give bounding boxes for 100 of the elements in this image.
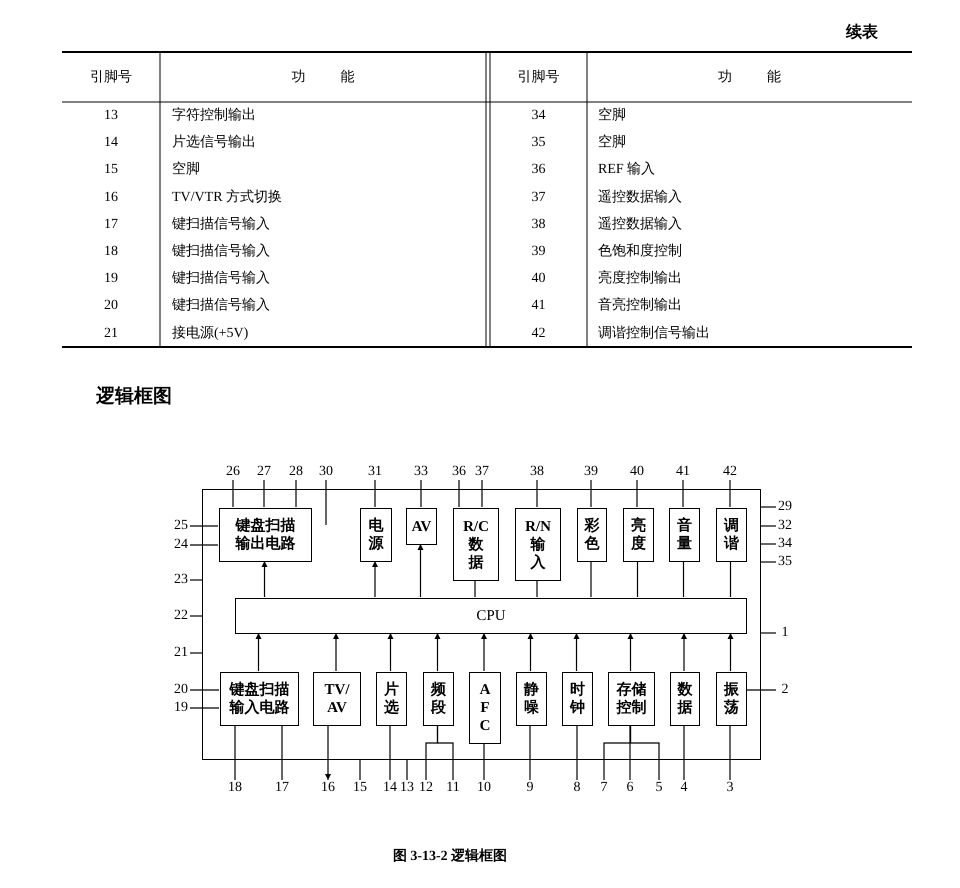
signal-arrow bbox=[418, 544, 424, 597]
pin-number: 34 bbox=[776, 536, 794, 552]
signal-arrow bbox=[528, 633, 534, 671]
signal-arrow bbox=[388, 633, 394, 671]
table-cell-text: 亮度控制输出 bbox=[598, 270, 683, 288]
pin-number: 19 bbox=[172, 700, 190, 716]
pin-number: 33 bbox=[412, 464, 430, 480]
signal-line bbox=[590, 480, 592, 507]
signal-line bbox=[190, 652, 202, 654]
signal-line bbox=[458, 480, 460, 507]
signal-arrow bbox=[574, 633, 580, 671]
signal-line bbox=[761, 561, 776, 563]
pin-number: 26 bbox=[224, 464, 242, 480]
function-block: 彩色 bbox=[577, 508, 607, 562]
table-cell-text: 40 bbox=[530, 270, 546, 288]
table-cell-text: 调谐控制信号输出 bbox=[598, 324, 711, 343]
pin-number: 18 bbox=[226, 780, 244, 796]
signal-arrow bbox=[481, 633, 487, 671]
signal-line bbox=[630, 725, 660, 780]
table-cell-text: 14 bbox=[103, 134, 119, 152]
pin-number: 25 bbox=[172, 518, 190, 534]
pin-number: 9 bbox=[521, 780, 539, 796]
signal-arrow bbox=[372, 561, 378, 597]
table-cell-text: 18 bbox=[103, 243, 119, 261]
signal-line bbox=[576, 725, 578, 780]
table-cell-text: 片选信号输出 bbox=[172, 134, 257, 152]
pin-number: 4 bbox=[675, 780, 693, 796]
signal-line bbox=[683, 725, 685, 780]
table-cell-text: 16 bbox=[103, 188, 119, 207]
table-header: 引脚号 bbox=[89, 69, 133, 87]
function-block: 亮度 bbox=[623, 508, 654, 562]
signal-line bbox=[474, 580, 476, 597]
pin-number: 13 bbox=[398, 780, 416, 796]
signal-line bbox=[761, 525, 776, 527]
signal-line bbox=[406, 760, 408, 780]
pin-number: 37 bbox=[473, 464, 491, 480]
pin-number: 6 bbox=[621, 780, 639, 796]
table-cell-text: 13 bbox=[103, 107, 119, 125]
pin-number: 3 bbox=[721, 780, 739, 796]
table-cell-text: 键扫描信号输入 bbox=[172, 270, 271, 288]
figure-caption: 图 3-13-2 逻辑框图 bbox=[392, 848, 508, 866]
table-cell-text: 键扫描信号输入 bbox=[172, 243, 271, 261]
signal-line bbox=[234, 725, 236, 780]
table-cell-text: 接电源(+5V) bbox=[172, 324, 250, 343]
pin-number: 36 bbox=[450, 464, 468, 480]
function-block: R/C数据 bbox=[453, 508, 499, 581]
signal-line bbox=[761, 632, 776, 634]
signal-line bbox=[190, 544, 218, 546]
pin-number: 21 bbox=[172, 645, 190, 661]
signal-line bbox=[730, 561, 732, 597]
pin-number: 17 bbox=[273, 780, 291, 796]
signal-line bbox=[190, 689, 219, 691]
signal-line bbox=[636, 561, 638, 597]
table-cell-text: 36 bbox=[530, 161, 546, 180]
signal-line bbox=[636, 480, 638, 507]
signal-arrow bbox=[728, 633, 734, 671]
signal-line bbox=[536, 580, 538, 597]
table-cell-text: 空脚 bbox=[172, 161, 201, 180]
signal-line bbox=[190, 707, 219, 709]
pin-number: 28 bbox=[287, 464, 305, 480]
table-header: 功能 bbox=[290, 69, 390, 87]
table-cell-text: 38 bbox=[530, 216, 546, 234]
pin-number: 32 bbox=[776, 518, 794, 534]
pin-number: 30 bbox=[317, 464, 335, 480]
signal-line bbox=[729, 725, 731, 780]
pin-number: 24 bbox=[172, 537, 190, 553]
pin-number: 42 bbox=[721, 464, 739, 480]
signal-arrow bbox=[681, 633, 687, 671]
table-cell-text: 键扫描信号输入 bbox=[172, 216, 271, 234]
signal-arrow bbox=[256, 633, 262, 671]
function-block: 振荡 bbox=[716, 672, 747, 726]
table-cell-text: 42 bbox=[530, 324, 546, 343]
signal-line bbox=[232, 480, 234, 507]
signal-line bbox=[746, 689, 776, 691]
pin-number: 11 bbox=[444, 780, 462, 796]
pin-number: 10 bbox=[475, 780, 493, 796]
signal-line bbox=[420, 480, 422, 507]
signal-line bbox=[295, 480, 297, 507]
signal-line bbox=[629, 725, 631, 780]
table-cell-text: 21 bbox=[103, 324, 119, 343]
signal-line bbox=[729, 480, 731, 507]
signal-line bbox=[590, 561, 592, 597]
table-cell-text: 遥控数据输入 bbox=[598, 216, 683, 234]
pin-number: 35 bbox=[776, 554, 794, 570]
signal-line bbox=[190, 615, 202, 617]
signal-line bbox=[682, 480, 684, 507]
signal-line bbox=[481, 480, 483, 507]
pin-number: 41 bbox=[674, 464, 692, 480]
table-cell-text: 字符控制输出 bbox=[172, 107, 257, 125]
function-block: AFC bbox=[469, 672, 501, 744]
signal-line bbox=[359, 760, 361, 780]
function-block: R/N输入 bbox=[515, 508, 561, 581]
function-block: 片选 bbox=[376, 672, 407, 726]
function-block: 数据 bbox=[670, 672, 700, 726]
signal-line bbox=[325, 480, 327, 525]
table-cell-text: 39 bbox=[530, 243, 546, 261]
pin-number: 7 bbox=[595, 780, 613, 796]
table-header: 引脚号 bbox=[516, 69, 560, 87]
function-block: TV/AV bbox=[313, 672, 361, 726]
chip-outline bbox=[202, 489, 761, 760]
